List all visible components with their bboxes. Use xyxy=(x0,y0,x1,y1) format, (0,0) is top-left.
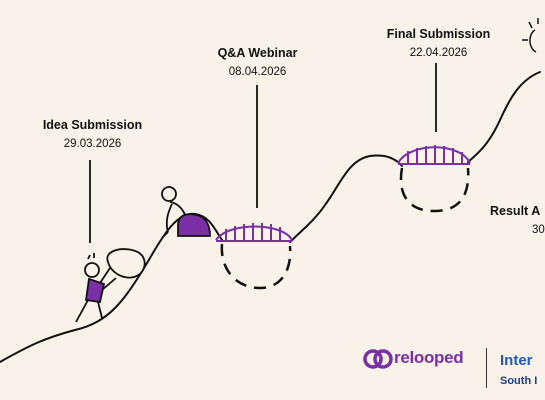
bridge-2 xyxy=(397,145,471,165)
milestone-date: 29.03.2026 xyxy=(63,138,122,150)
milestone-qa-webinar: Q&A Webinar 08.04.2026 xyxy=(200,46,315,78)
partner-logo: Inter South I xyxy=(500,352,537,387)
milestone-date: 30 xyxy=(532,224,545,236)
milestone-title: Result A xyxy=(490,204,541,218)
relooped-logo-text: relooped xyxy=(394,348,464,367)
person-pushing-boulder xyxy=(75,248,146,323)
milestone-date: 22.04.2026 xyxy=(409,47,468,59)
milestone-title: Final Submission xyxy=(386,27,491,41)
sun-doodle xyxy=(522,18,539,53)
pit-1 xyxy=(220,243,292,290)
partner-name: Inter xyxy=(500,352,533,369)
milestone-final-submission: Final Submission 22.04.2026 xyxy=(376,27,501,59)
milestone-date: 08.04.2026 xyxy=(228,66,287,78)
pit-2 xyxy=(399,167,470,213)
milestone-idea-submission: Idea Submission 29.03.2026 xyxy=(30,118,155,150)
milestone-title: Idea Submission xyxy=(42,118,143,132)
milestone-result: Result A 30 xyxy=(490,204,545,236)
partner-subtitle: South I xyxy=(500,375,538,387)
relooped-logo-icon xyxy=(363,349,393,369)
milestone-title: Q&A Webinar xyxy=(217,46,298,60)
person-sitting xyxy=(161,186,211,237)
hill-path xyxy=(0,71,541,363)
bridge-1 xyxy=(215,223,293,242)
logo-divider xyxy=(486,348,487,388)
